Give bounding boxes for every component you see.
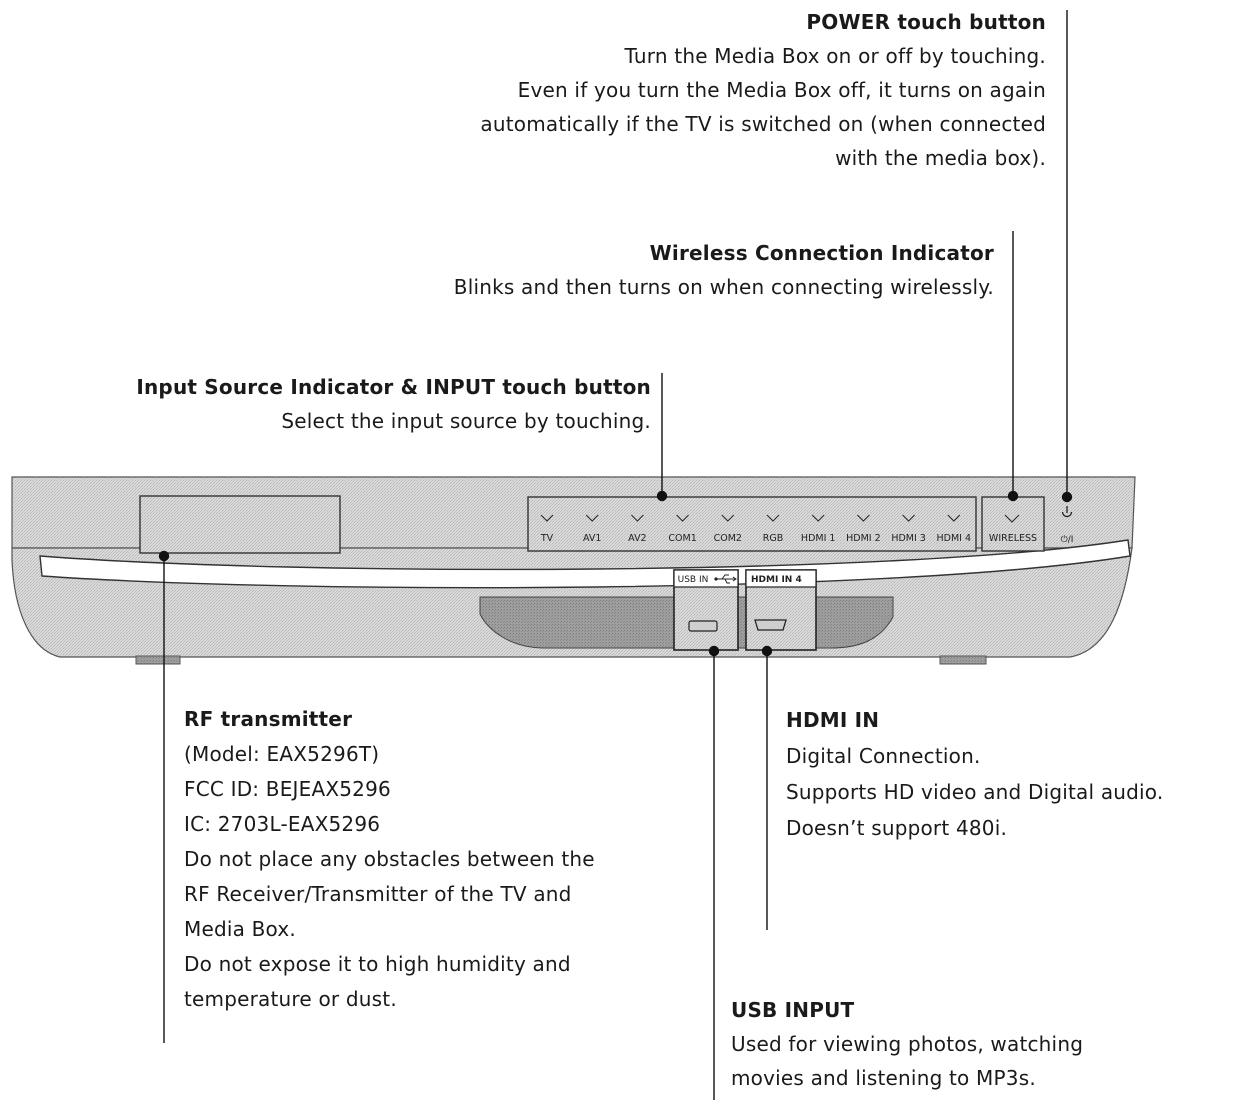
input-source-label[interactable]: HDMI 4 [937,533,972,544]
rf-callout-title: RF transmitter [184,707,353,731]
power-callout-line: automatically if the TV is switched on (… [480,112,1046,136]
input-chevron-icon [721,514,735,522]
rf-callout-line: Do not expose it to high humidity and [184,952,571,976]
wireless-callout-line: Blinks and then turns on when connecting… [453,275,994,299]
hdmi-callout-line: Doesn’t support 480i. [786,816,1008,840]
input-callout-line: Select the input source by touching. [281,409,651,433]
input-chevron-icon [540,514,554,522]
input-chevron-icon [811,514,825,522]
rf-callout-line: RF Receiver/Transmitter of the TV and [184,882,572,906]
leader-lines [158,10,1073,1100]
rf-callout-line: Media Box. [184,917,296,941]
input-chevron-icon [947,514,961,522]
rf-callout: RF transmitter (Model: EAX5296T) FCC ID:… [184,702,595,1017]
power-callout-line: with the media box). [835,146,1046,170]
wireless-label: WIRELESS [989,533,1037,544]
rf-leader-dot [158,550,170,562]
input-chevron-icon [631,514,644,522]
power-icon [1061,506,1073,518]
usb-callout: USB INPUT Used for viewing photos, watch… [731,993,1083,1095]
usb-callout-line: movies and listening to MP3s. [731,1066,1036,1090]
hdmi-callout-line: Supports HD video and Digital audio. [786,780,1164,804]
usb-port-label: USB IN [678,575,709,585]
wireless-callout-title: Wireless Connection Indicator [649,241,994,265]
wireless-callout: Wireless Connection Indicator Blinks and… [454,236,994,304]
rf-transmitter-window [139,495,341,554]
power-symbol: ⏻/Ⅰ [1061,534,1074,545]
input-chevron-icon [585,514,599,522]
usb-leader-dot [708,645,720,657]
input-chevron-icon [676,514,689,522]
input-source-label[interactable]: COM2 [714,533,742,544]
rf-callout-line: IC: 2703L-EAX5296 [184,812,381,836]
input-chevron-icon [766,514,780,522]
usb-port[interactable]: USB IN [673,569,739,651]
input-source-label[interactable]: HDMI 2 [846,533,881,544]
usb-icon [714,574,737,584]
input-source-label[interactable]: HDMI 3 [891,533,926,544]
input-source-indicator-strip[interactable]: TV AV1 AV2 COM1 COM2 RGB HDMI 1 HDMI 2 HDMI 3 HDM… [527,496,977,552]
hdmi-callout-line: Digital Connection. [786,744,981,768]
power-callout-line: Turn the Media Box on or off by touching… [624,44,1046,68]
input-callout-title: Input Source Indicator & INPUT touch but… [136,375,651,399]
usb-callout-line: Used for viewing photos, watching [731,1032,1084,1056]
input-source-label[interactable]: HDMI 1 [801,533,836,544]
hdmi-callout: HDMI IN Digital Connection. Supports HD … [786,702,1163,846]
rf-callout-line: FCC ID: BEJEAX5296 [184,777,391,801]
hdmi-callout-title: HDMI IN [786,708,880,732]
input-leader-dot [656,490,668,502]
input-source-label[interactable]: RGB [763,533,783,544]
input-chevron-icon [857,514,870,522]
power-leader-dot [1061,491,1073,503]
usb-callout-title: USB INPUT [731,998,855,1022]
rf-callout-line: (Model: EAX5296T) [184,742,380,766]
hdmi-port-label: HDMI IN 4 [751,575,802,585]
input-source-label[interactable]: AV2 [628,533,646,544]
power-callout-title: POWER touch button [806,10,1046,34]
hdmi-port[interactable]: HDMI IN 4 [745,569,817,651]
power-callout: POWER touch button Turn the Media Box on… [480,5,1046,175]
rf-callout-line: temperature or dust. [184,987,397,1011]
input-source-label[interactable]: AV1 [583,533,601,544]
hdmi-leader-dot [761,645,773,657]
wireless-leader-dot [1007,490,1019,502]
input-source-label[interactable]: TV [540,533,554,544]
rf-callout-line: Do not place any obstacles between the [184,847,595,871]
power-callout-line: Even if you turn the Media Box off, it t… [517,78,1046,102]
input-callout: Input Source Indicator & INPUT touch but… [136,370,651,438]
input-chevron-icon [902,514,915,522]
wireless-indicator: WIRELESS [981,496,1045,552]
input-source-label[interactable]: COM1 [668,533,696,544]
power-touch-button[interactable]: ⏻/Ⅰ [1061,506,1074,545]
